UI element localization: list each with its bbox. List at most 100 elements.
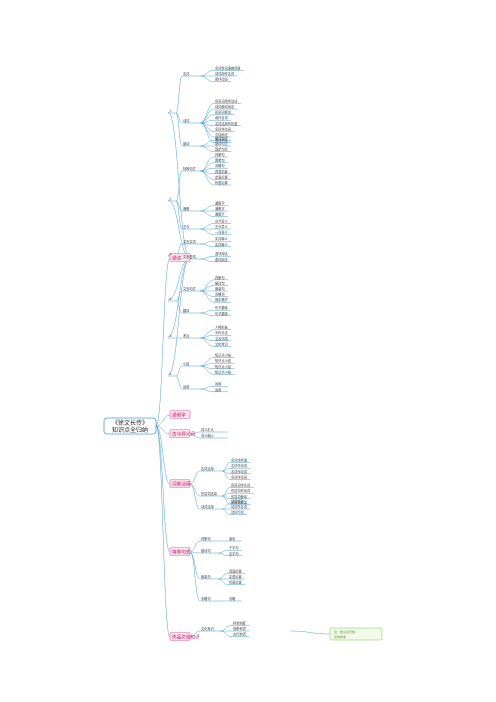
leaf-node: 古今异义 — [215, 218, 229, 223]
leaf-node: 判断句 — [215, 275, 225, 280]
leaf-node: 虚词用法 — [215, 257, 228, 262]
sub-connector — [175, 200, 183, 212]
sub-connector — [189, 630, 201, 638]
sub-node: 文言句式 — [183, 286, 197, 291]
leaf-connector — [199, 145, 215, 152]
leaf-connector — [199, 365, 215, 375]
leaf-node: 被动句式 — [215, 141, 229, 146]
sub-connector — [175, 75, 183, 114]
leaf-node: 一词多义 — [215, 230, 229, 235]
sub-node: 名词活用 — [201, 466, 214, 471]
leaf-node: 于字句 — [229, 545, 239, 550]
leaf-node: 虚词用法 — [215, 251, 228, 256]
branch-node: ② — [169, 197, 172, 201]
leaf-node: 主旨情感 — [215, 336, 229, 341]
sub-connector — [189, 551, 201, 602]
sub-node: 古今 — [183, 224, 190, 229]
leaf-connector — [199, 108, 215, 124]
leaf-node: 实词释义 — [215, 242, 229, 247]
sub-connector — [175, 200, 183, 230]
leaf-connector — [199, 122, 215, 143]
leaf-node: 被动句 — [215, 280, 225, 285]
sub-node: 名词 — [183, 71, 189, 76]
sub-node: 形容词活用 — [201, 491, 217, 496]
leaf-node: 名词活用作状语 — [215, 121, 238, 126]
leaf-connector — [217, 578, 229, 585]
note-box: 注：知识点归纳 仅供参考 — [329, 627, 383, 641]
leaf-node: 状语后置 — [229, 580, 242, 585]
sub-connector — [175, 365, 183, 377]
category-connector — [155, 414, 171, 427]
leaf-node: 动词使动 — [231, 498, 244, 503]
leaf-node: 判断句 — [215, 152, 225, 157]
leaf-connector — [219, 625, 233, 632]
leaf-node: 见字句 — [229, 551, 239, 556]
sub-node: 通假 — [183, 206, 190, 211]
leaf-connector — [199, 156, 215, 172]
sub-connector — [175, 112, 183, 147]
leaf-connector — [217, 549, 229, 554]
sub-node: 动词活用 — [201, 504, 214, 509]
leaf-node: 实词释义 — [215, 236, 229, 241]
sub-node: 运用 — [183, 384, 189, 389]
leaf-node: 使动用法 — [215, 138, 228, 143]
sub-connector — [175, 300, 183, 314]
leaf-connector — [199, 337, 215, 347]
leaf-node: 运用 — [215, 381, 221, 386]
leaf-node: 形容词使动 — [231, 494, 247, 499]
leaf-node: 省略句 — [215, 292, 225, 297]
category-box — [169, 410, 191, 419]
leaf-connector — [221, 495, 231, 505]
leaf-node: 运用 — [215, 387, 221, 392]
branch-node: ⑥ — [169, 372, 172, 376]
leaf-node: 知识点小结 — [215, 364, 231, 369]
note-line2: 仅供参考 — [334, 634, 346, 639]
leaf-node: 被动句式 — [215, 135, 229, 140]
leaf-node: 名词作状语 — [231, 458, 248, 463]
leaf-node: 古今异义 — [215, 224, 229, 229]
sub-node: 省略句 — [201, 596, 211, 601]
note-connector — [289, 630, 331, 635]
leaf-node: 省略 — [229, 596, 236, 601]
leaf-connector — [199, 243, 215, 248]
leaf-node: 名词作动词 — [215, 126, 231, 131]
leaf-node: 句子翻译 — [215, 305, 229, 310]
sub-node: 考点 — [183, 333, 190, 338]
leaf-connector — [199, 170, 215, 186]
leaf-node: 宾语前置 — [215, 169, 228, 174]
category-connector — [155, 425, 171, 485]
leaf-node: 动词为动 — [231, 510, 244, 515]
category-connector — [155, 425, 171, 638]
branch-node: ④ — [169, 297, 172, 301]
sub-node: 判断句 — [201, 536, 211, 541]
sub-connector — [175, 375, 183, 390]
sub-connector — [189, 540, 201, 553]
leaf-node: 用作名词 — [215, 115, 228, 120]
category-c0: 通读 — [172, 255, 182, 262]
leaf-connector — [199, 258, 215, 263]
leaf-node: 文化常识 — [215, 341, 228, 346]
category-box — [169, 547, 191, 556]
branch-connector — [167, 257, 191, 301]
category-connector — [155, 425, 171, 553]
leaf-node: 官职称谓 — [233, 626, 246, 631]
sub-node: 动词 — [183, 118, 189, 123]
category-c5: 作品文化知识 — [172, 634, 200, 641]
category-box — [169, 632, 191, 641]
category-connector — [155, 425, 171, 435]
leaf-connector — [199, 385, 215, 390]
leaf-node: 通假字 — [215, 212, 225, 217]
leaf-node: 形容词意动 — [231, 499, 247, 504]
category-c2: 古今异义词 — [172, 431, 195, 438]
leaf-node: 动词用作名词 — [215, 71, 234, 76]
leaf-connector — [199, 223, 215, 230]
sub-node: 被动句 — [201, 548, 211, 553]
leaf-connector — [199, 210, 215, 217]
sub-connector — [189, 483, 201, 510]
root-title-line2: 知识点全归纳 — [112, 426, 148, 434]
leaf-connector — [199, 122, 215, 138]
leaf-connector — [199, 75, 215, 82]
leaf-node: 形容词作名词 — [231, 483, 250, 488]
leaf-node: 者也 — [229, 536, 236, 541]
root-title-line1: 《徐文长传》 — [112, 419, 148, 427]
